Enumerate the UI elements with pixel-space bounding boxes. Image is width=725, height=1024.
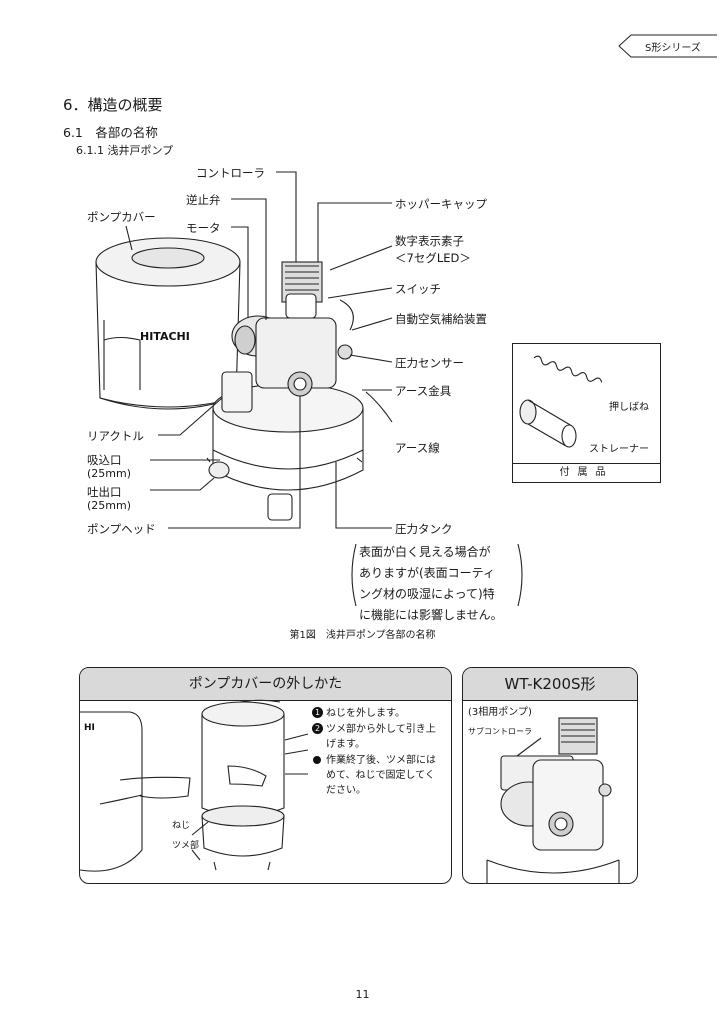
strainer-drawing <box>519 399 577 448</box>
cover-removal-title: ポンプカバーの外しかた <box>80 668 451 701</box>
cover-removal-panel: ポンプカバーの外しかた HI ねじ ツメ部 1 ねじを外します。 2 ツメ部から… <box>79 667 452 884</box>
step-item: 2 ツメ部から外して引き上げます。 <box>312 722 444 752</box>
accessories-footer: 付属品 <box>513 463 660 482</box>
label-reactor: リアクトル <box>87 429 144 443</box>
label-earth-wire: アース線 <box>395 441 440 455</box>
step-item: 作業終了後、ツメ部にはめて、ねじで固定してください。 <box>312 753 444 798</box>
cover-removal-steps: 1 ねじを外します。 2 ツメ部から外して引き上げます。 作業終了後、ツメ部には… <box>312 706 444 799</box>
label-switch: スイッチ <box>395 282 441 296</box>
wt-k200s-panel: WT-K200S形 (3相用ポンプ) サブコントローラ <box>462 667 638 884</box>
label-auto-air: 自動空気補給装置 <box>395 312 487 326</box>
label-display-line1: 数字表示素子 <box>395 234 464 248</box>
leader-lines <box>125 171 393 529</box>
label-pressure-tank: 圧力タンク <box>395 522 453 536</box>
pump-cover-drawing <box>95 237 241 410</box>
label-controller: コントローラ <box>196 166 265 180</box>
step-item: 1 ねじを外します。 <box>312 706 444 721</box>
cover-removal-drawing: HI <box>80 699 309 872</box>
figure-caption: 第1図 浅井戸ポンプ各部の名称 <box>289 630 436 641</box>
note-line: に機能には影響しません。 <box>359 608 503 622</box>
section-subsubtitle: 6.1.1 浅井戸ポンプ <box>76 144 174 157</box>
tag-arrow-outline <box>618 34 717 58</box>
wt-k200s-title: WT-K200S形 <box>463 668 637 701</box>
cover-brand-partial: HI <box>84 723 95 733</box>
pump-diagram: HITACHI <box>95 171 603 607</box>
pump-body-drawing <box>221 261 393 423</box>
section-subtitle: 6.1 各部の名称 <box>63 125 158 140</box>
step-text: 作業終了後、ツメ部にはめて、ねじで固定してください。 <box>326 755 436 796</box>
section-title: 6．構造の概要 <box>63 96 163 114</box>
coating-note: 表面が白く見える場合が ありますが(表面コーティ ング材の吸湿によって)特 に機… <box>359 542 525 626</box>
note-line: ありますが(表面コーティ <box>359 566 495 580</box>
label-display-line2: ＜7セグLED＞ <box>395 251 471 265</box>
sub-controller-label: サブコントローラ <box>468 727 532 736</box>
accessories-box: 押しばね ストレーナー 付属品 <box>512 343 661 483</box>
label-suction-line1: 吸込口 <box>87 453 122 467</box>
claw-label: ツメ部 <box>172 841 200 851</box>
bullet-icon <box>313 756 321 764</box>
label-spring: 押しばね <box>609 402 649 413</box>
step-number-badge: 2 <box>312 723 323 734</box>
brand-label: HITACHI <box>140 330 190 343</box>
note-line: 表面が白く見える場合が <box>359 545 491 559</box>
label-pump-head: ポンプヘッド <box>87 522 156 536</box>
label-pressure-sensor: 圧力センサー <box>395 356 464 370</box>
label-discharge-line2: (25mm) <box>87 499 132 512</box>
wt-k200s-subtitle: (3相用ポンプ) <box>468 707 532 718</box>
wt-k200s-drawing <box>486 717 620 883</box>
note-bracket-right <box>517 543 523 607</box>
series-tag-label: S形シリーズ <box>645 43 701 54</box>
step-text: ねじを外します。 <box>326 708 405 719</box>
series-tag: S形シリーズ <box>617 34 717 58</box>
label-motor: モータ <box>186 221 221 235</box>
step-number-badge: 1 <box>312 707 323 718</box>
label-check-valve: 逆止弁 <box>186 193 221 207</box>
note-line: ング材の吸湿によって)特 <box>359 587 495 601</box>
label-discharge-line1: 吐出口 <box>87 485 122 499</box>
screw-label: ねじ <box>172 821 191 831</box>
step-text: ツメ部から外して引き上げます。 <box>326 724 436 750</box>
label-hopper-cap: ホッパーキャップ <box>395 197 487 211</box>
label-strainer: ストレーナー <box>589 444 649 455</box>
note-bracket-left <box>351 543 357 607</box>
label-suction-line2: (25mm) <box>87 467 132 480</box>
page-number: 11 <box>355 988 370 1001</box>
label-pump-cover: ポンプカバー <box>87 210 156 224</box>
label-earth-fitting: アース金具 <box>395 384 452 398</box>
spring-drawing <box>533 355 603 383</box>
